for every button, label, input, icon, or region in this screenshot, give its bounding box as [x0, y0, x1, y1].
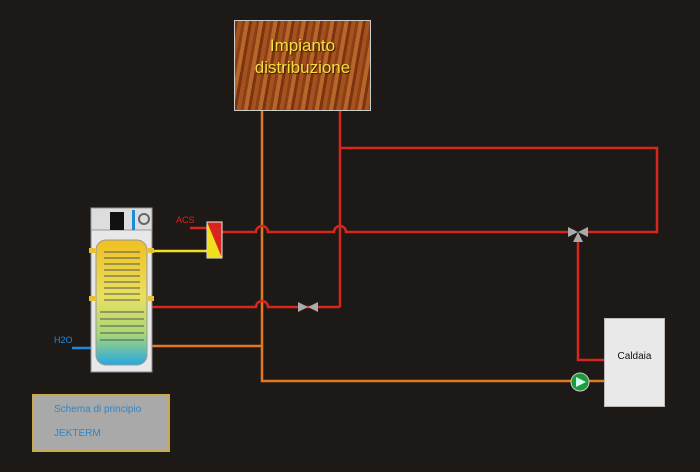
- return-pipes: [152, 111, 604, 383]
- storage-tank: [89, 207, 154, 373]
- mixing-valve: [206, 221, 223, 259]
- boiler-box: Caldaia: [604, 318, 665, 407]
- distribution-line2: distribuzione: [254, 58, 351, 77]
- three-way-valve: [568, 227, 588, 242]
- legend-title: Schema di principio: [54, 404, 142, 415]
- legend-box: Schema di principio JEKTERM: [32, 394, 170, 452]
- two-way-valve: [298, 302, 318, 312]
- distribution-line1: Impianto: [269, 36, 336, 55]
- pump-icon: [570, 372, 590, 392]
- h2o-label: H2O: [54, 335, 73, 345]
- supply-pipes: [152, 111, 659, 362]
- legend-company: JEKTERM: [54, 428, 101, 439]
- acs-label: ACS: [176, 215, 195, 225]
- distribution-system-box: Impianto distribuzione: [234, 20, 371, 111]
